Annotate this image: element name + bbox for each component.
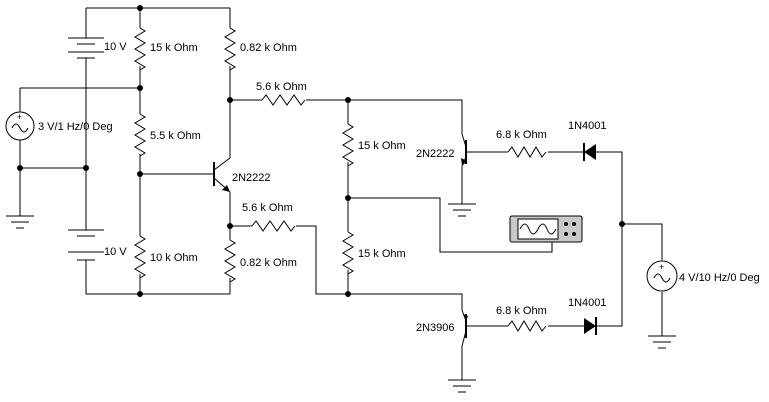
battery-icon-top[interactable] bbox=[68, 37, 104, 59]
diode-icon-top[interactable] bbox=[583, 143, 596, 161]
transistor-icon-q3[interactable] bbox=[461, 309, 478, 347]
junction-dots bbox=[17, 5, 625, 297]
resistor-68k-top[interactable] bbox=[507, 146, 547, 158]
label-diode-top: 1N4001 bbox=[568, 120, 607, 132]
transistor-icon-q1[interactable] bbox=[200, 157, 231, 193]
svg-text:+: + bbox=[17, 112, 22, 122]
battery-icon-bottom[interactable] bbox=[68, 229, 104, 261]
resistor-56k-bottom[interactable] bbox=[251, 220, 296, 232]
label-source-right: 4 V/10 Hz/0 Deg bbox=[679, 272, 760, 284]
label-battery-top: 10 V bbox=[104, 41, 127, 53]
ground-icon-q2 bbox=[448, 203, 476, 217]
label-diode-bottom: 1N4001 bbox=[568, 297, 607, 309]
resistor-082k-bottom[interactable] bbox=[224, 239, 236, 283]
resistor-15k-top-left[interactable] bbox=[134, 27, 146, 71]
ground-icon-left bbox=[6, 210, 34, 229]
resistor-68k-bottom[interactable] bbox=[507, 320, 547, 332]
resistor-10k[interactable] bbox=[134, 235, 146, 279]
resistor-56k-top[interactable] bbox=[261, 94, 306, 106]
label-r-mid-top: 15 k Ohm bbox=[358, 140, 406, 152]
label-r-bottom-right: 0.82 k Ohm bbox=[240, 257, 297, 269]
resistor-55k[interactable] bbox=[134, 113, 146, 157]
label-q3: 2N3906 bbox=[416, 322, 455, 334]
label-battery-bottom: 10 V bbox=[104, 246, 127, 258]
label-r-bottom-left: 10 k Ohm bbox=[150, 252, 198, 264]
label-r-middle-left: 5.5 k Ohm bbox=[150, 130, 201, 142]
label-q2: 2N2222 bbox=[416, 148, 455, 160]
oscilloscope-icon[interactable] bbox=[509, 215, 583, 243]
diode-icon-bottom[interactable] bbox=[584, 317, 597, 335]
ac-source-icon-right[interactable]: + bbox=[646, 260, 678, 292]
label-q1: 2N2222 bbox=[232, 172, 271, 184]
label-r-series-top: 5.6 k Ohm bbox=[256, 81, 307, 93]
label-r-mid-bottom: 15 k Ohm bbox=[358, 248, 406, 260]
transistor-icon-q2[interactable] bbox=[461, 133, 478, 167]
label-r-base-bottom: 6.8 k Ohm bbox=[496, 305, 547, 317]
resistor-15k-mid-top[interactable] bbox=[342, 123, 354, 167]
svg-text:+: + bbox=[659, 262, 664, 272]
label-r-series-bottom: 5.6 k Ohm bbox=[242, 202, 293, 214]
ac-source-icon-left[interactable]: + bbox=[5, 111, 35, 141]
resistor-15k-mid-bottom[interactable] bbox=[342, 231, 354, 275]
label-r-top-right: 0.82 k Ohm bbox=[240, 42, 297, 54]
label-r-base-top: 6.8 k Ohm bbox=[496, 129, 547, 141]
label-source-left: 3 V/1 Hz/0 Deg bbox=[38, 121, 113, 133]
resistor-082k-top-right[interactable] bbox=[224, 27, 236, 71]
ground-icon-q3 bbox=[448, 379, 476, 393]
component-labels: 15 k Ohm 0.82 k Ohm 5.5 k Ohm 10 k Ohm 0… bbox=[38, 41, 760, 334]
ground-icon-right bbox=[648, 335, 676, 349]
label-r-top-left: 15 k Ohm bbox=[150, 42, 198, 54]
wires bbox=[19, 7, 663, 380]
